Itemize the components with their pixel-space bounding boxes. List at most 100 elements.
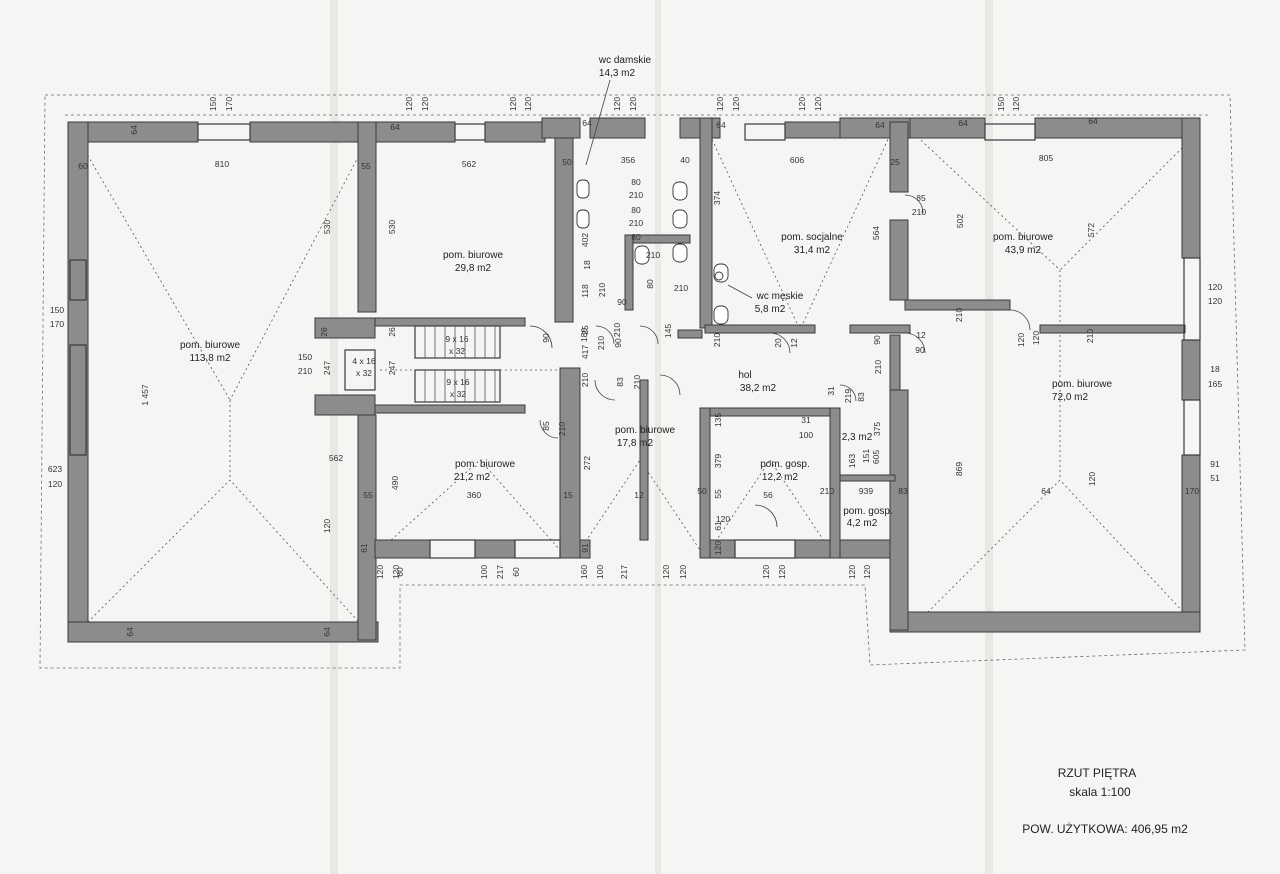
dimension-label: 120 xyxy=(731,97,741,111)
dimension-label: 61 xyxy=(359,543,369,553)
room-area: 5,8 m2 xyxy=(755,304,786,315)
dimension-label: 810 xyxy=(215,159,229,169)
dimension-label: 145 xyxy=(663,324,673,338)
stair-flights xyxy=(344,325,501,403)
dimension-label: 375 xyxy=(872,422,882,436)
dimension-label: 210 xyxy=(954,308,964,322)
dimension-label: 417 xyxy=(580,345,590,359)
dimension-label: 31 xyxy=(826,386,836,396)
dimension-label: 151 xyxy=(861,449,871,463)
dimension-label: 210 xyxy=(597,283,607,297)
room-area: 31,4 m2 xyxy=(794,245,831,256)
room-area: 14,3 m2 xyxy=(599,68,636,79)
dimension-label: 502 xyxy=(955,214,965,228)
dimension-label: 12 xyxy=(789,338,799,348)
room-name: pom. biurowe xyxy=(443,250,503,261)
room-area: 72,0 m2 xyxy=(1052,392,1089,403)
dimension-label: 120 xyxy=(1016,333,1026,347)
room-name: pom. gosp. xyxy=(760,459,809,470)
dimension-label: 170 xyxy=(1185,486,1199,496)
dimension-label: 210 xyxy=(298,366,312,376)
dimension-label: 120 xyxy=(375,565,385,579)
room-name: pom. biurowe xyxy=(180,340,240,351)
dimension-label: 210 xyxy=(674,283,688,293)
dimension-label: 402 xyxy=(580,233,590,247)
room-area: 12,2 m2 xyxy=(762,472,799,483)
dimension-label: 120 xyxy=(715,97,725,111)
dimension-label: 210 xyxy=(1085,329,1095,343)
door-swings xyxy=(529,194,1031,528)
stair-label: x 32 xyxy=(356,368,372,378)
dimension-label: 55 xyxy=(713,489,723,499)
dimension-label: 91 xyxy=(1210,459,1220,469)
dimension-label: 60 xyxy=(511,567,521,577)
dimension-label: 80 xyxy=(631,205,641,215)
dimension-label: 80 xyxy=(645,279,655,289)
stair-label: 9 x 16 xyxy=(445,334,468,344)
dimension-label: 120 xyxy=(1087,472,1097,486)
room-area: 113,8 m2 xyxy=(190,353,231,364)
stair-label: x 32 xyxy=(449,346,465,356)
dimension-label: 210 xyxy=(632,375,642,389)
dimension-label: 64 xyxy=(1041,486,1051,496)
dimension-label: 120 xyxy=(813,97,823,111)
dimension-label: 20 xyxy=(773,338,783,348)
dimension-label: 120 xyxy=(1011,97,1021,111)
dimension-label: 120 xyxy=(713,541,723,555)
dimension-label: 120 xyxy=(612,97,622,111)
room-name: pom. biurowe xyxy=(615,425,675,436)
dimension-label: 605 xyxy=(871,450,881,464)
dimension-label: 120 xyxy=(661,565,671,579)
dimension-label: 606 xyxy=(790,155,804,165)
dimension-label: 210 xyxy=(912,207,926,217)
dimension-label: 217 xyxy=(619,565,629,579)
dimension-label: 374 xyxy=(712,191,722,205)
dimension-label: 120 xyxy=(797,97,807,111)
dimension-label: 120 xyxy=(391,565,401,579)
dimension-label: 80 xyxy=(631,177,641,187)
dimension-label: 163 xyxy=(847,454,857,468)
dimension-label: 170 xyxy=(50,319,64,329)
dimension-label: 572 xyxy=(1086,223,1096,237)
dimension-label: 120 xyxy=(404,97,414,111)
dimension-label: 272 xyxy=(582,456,592,470)
dimension-label: 31 xyxy=(801,415,811,425)
room-labels: pom. biurowe 113,8 m2 pom. biurowe 29,8 … xyxy=(180,55,1112,529)
dimension-label: 805 xyxy=(1039,153,1053,163)
dimension-label: 50 xyxy=(562,157,572,167)
dimension-label: 64 xyxy=(125,627,135,637)
dimension-label: 56 xyxy=(763,490,773,500)
dimension-label: 564 xyxy=(871,226,881,240)
dimension-label: 120 xyxy=(1208,296,1222,306)
dimension-label: 623 xyxy=(48,464,62,474)
room-name: wc damskie xyxy=(598,55,652,66)
dimension-label: 120 xyxy=(862,565,872,579)
dimension-label: 80 xyxy=(631,232,641,242)
dimension-label: 120 xyxy=(523,97,533,111)
dimension-label: 180 xyxy=(579,328,589,342)
dimension-label: 64 xyxy=(390,122,400,132)
usable-area: POW. UŻYTKOWA: 406,95 m2 xyxy=(1022,822,1188,836)
dimension-label: 85 xyxy=(541,421,551,431)
dimension-label: 18 xyxy=(582,260,592,270)
dimension-label: 150 xyxy=(50,305,64,315)
dimension-label: 120 xyxy=(508,97,518,111)
dimension-label: 64 xyxy=(129,125,139,135)
dimension-label: 12 xyxy=(916,330,926,340)
dimension-label: 170 xyxy=(224,97,234,111)
room-area: 29,8 m2 xyxy=(455,263,492,274)
room-name: wc męskie xyxy=(756,291,804,302)
stair-label: 4 x 16 xyxy=(352,356,375,366)
dimension-label: 91 xyxy=(580,543,590,553)
stair-labels: 9 x 16 x 32 4 x 16 x 32 9 x 16 x 32 xyxy=(352,334,469,399)
dimension-label: 90 xyxy=(617,297,627,307)
dimension-label: 219 xyxy=(843,389,853,403)
dimension-label: 360 xyxy=(467,490,481,500)
dimension-label: 120 xyxy=(1208,282,1222,292)
dimension-label: 26 xyxy=(319,327,329,337)
dimension-label: 120 xyxy=(716,514,730,524)
dimension-label: 90 xyxy=(613,338,623,348)
dimension-label: 135 xyxy=(713,413,723,427)
title-block: RZUT PIĘTRA skala 1:100 POW. UŻYTKOWA: 4… xyxy=(1022,766,1188,836)
